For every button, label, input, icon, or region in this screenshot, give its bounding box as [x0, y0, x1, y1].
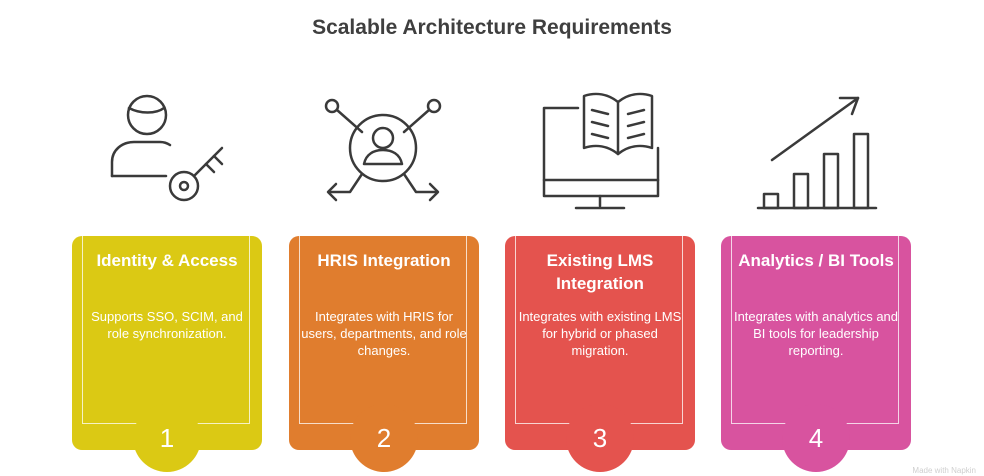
card-title: Identity & Access [96, 251, 238, 270]
page-title: Scalable Architecture Requirements [312, 16, 672, 39]
card-title: HRIS Integration [317, 251, 451, 270]
card-title: Analytics / BI Tools [738, 251, 894, 270]
user-key-icon [100, 88, 240, 213]
growth-chart-icon [754, 88, 894, 213]
step-badge-3: 3 [566, 404, 634, 472]
step-badge-4: 4 [782, 404, 850, 472]
card-title: Existing LMS Integration [546, 251, 654, 293]
user-network-icon [318, 88, 458, 213]
card-identity-access: Identity & Access Supports SSO, SCIM, an… [72, 236, 262, 450]
step-badge-1: 1 [133, 404, 201, 472]
card-description: Integrates with existing LMS for hybrid … [518, 309, 682, 358]
step-badge-2: 2 [350, 404, 418, 472]
card-description: Integrates with analytics and BI tools f… [733, 309, 899, 358]
monitor-book-icon [536, 88, 676, 213]
card-description: Supports SSO, SCIM, and role synchroniza… [91, 309, 243, 341]
watermark: Made with Napkin [912, 466, 976, 475]
card-description: Integrates with HRIS for users, departme… [301, 309, 467, 358]
